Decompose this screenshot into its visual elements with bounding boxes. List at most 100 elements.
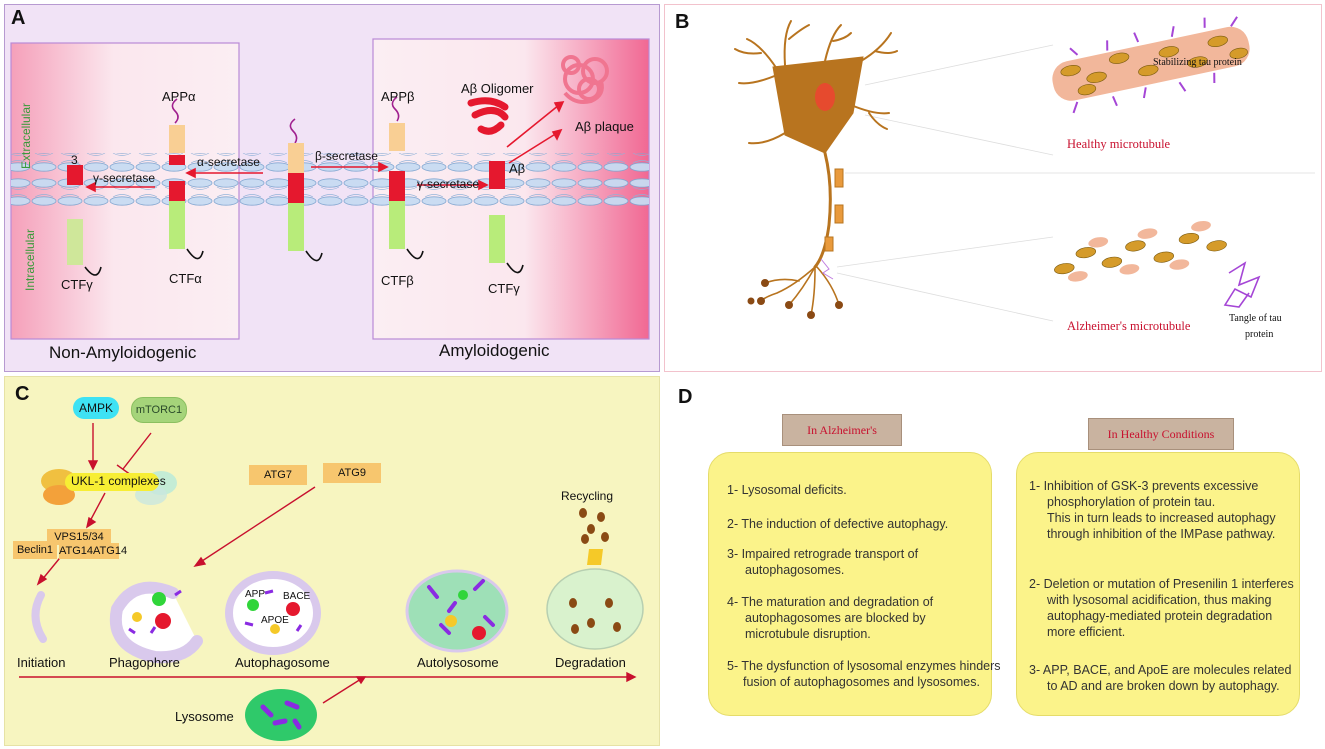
panel-a-drawing xyxy=(10,38,650,340)
beclin1-label: Beclin1 xyxy=(16,544,54,556)
ab-oligomer-shape xyxy=(467,97,509,135)
app-label: APP xyxy=(245,589,266,600)
healthy-item-2-line-4: more efficient. xyxy=(1047,625,1126,639)
alzheimers-list-box: 1- Lysosomal deficits. 2- The induction … xyxy=(708,452,1001,716)
lysosome-shape xyxy=(245,689,317,741)
alzheimers-title-box: In Alzheimer's xyxy=(782,414,902,446)
alzheimers-title: In Alzheimer's xyxy=(807,423,877,437)
panel-b-drawing xyxy=(734,16,1315,322)
intracellular-label: Intracellular xyxy=(23,228,38,292)
healthy-title-box: In Healthy Conditions xyxy=(1088,418,1234,450)
app-alpha-label: APPα xyxy=(162,89,196,104)
cell-membrane xyxy=(11,153,649,211)
non-amyloidogenic-label: Non-Amyloidogenic xyxy=(49,343,197,362)
extracellular-label: Extracellular xyxy=(19,102,34,170)
tangle-label-line2: protein xyxy=(1245,329,1274,340)
panel-c-letter: C xyxy=(15,383,30,405)
initiation-label: Initiation xyxy=(17,655,66,670)
tau-tangle-shape xyxy=(1223,261,1261,308)
atg7-label: ATG7 xyxy=(264,469,292,481)
panel-a: A Extracellular Intracellular APPα APPβ … xyxy=(4,4,660,372)
alzheimers-microtubule-shape xyxy=(1054,221,1227,282)
ab-plaque-label: Aβ plaque xyxy=(575,119,634,134)
app-beta-label: APPβ xyxy=(381,89,415,104)
alz-item-3-line-2: autophagosomes. xyxy=(745,563,845,577)
mtorc1-node: mTORC1 xyxy=(131,397,187,423)
vps-label: VPS15/34 xyxy=(54,531,104,543)
phagophore-label: Phagophore xyxy=(109,655,180,670)
ukl1-pill xyxy=(65,473,159,491)
atg9-node: ATG9 xyxy=(323,463,381,483)
alz-item-4-line-3: microtubule disruption. xyxy=(745,627,871,641)
ab-plaque-shape xyxy=(561,55,609,104)
healthy-item-3-line-1: 3- APP, BACE, and ApoE are molecules rel… xyxy=(1029,663,1292,677)
ctf-beta-label: CTFβ xyxy=(381,273,414,288)
beclin1-node: Beclin1 xyxy=(13,541,57,559)
panel-c-drawing xyxy=(19,423,644,741)
stabilizing-tau-label: Stabilizing tau protein xyxy=(1153,57,1242,68)
app-full xyxy=(288,143,304,173)
healthy-item-1-line-2: phosphorylation of protein tau. xyxy=(1047,495,1216,509)
ampk-label: AMPK xyxy=(78,401,113,415)
alz-item-4-line-1: 4- The maturation and degradation of xyxy=(727,595,934,609)
alz-item-5-line-2: fusion of autophagosomes and lysosomes. xyxy=(743,675,980,689)
degradation-label: Degradation xyxy=(555,655,626,670)
vps-node: VPS15/34 xyxy=(47,529,111,545)
ab-oligomer-label: Aβ Oligomer xyxy=(461,81,534,96)
ctf-alpha-label: CTFα xyxy=(169,271,202,286)
ctf-gamma-right-label: CTFγ xyxy=(488,281,520,296)
healthy-item-1-line-4: through inhibition of the IMPase pathway… xyxy=(1047,527,1276,541)
bace-label: BACE xyxy=(283,591,311,602)
alz-item-5-line-1: 5- The dysfunction of lysosomal enzymes … xyxy=(727,659,1001,673)
healthy-microtubule-shape xyxy=(1052,16,1250,114)
p3-fragment xyxy=(67,165,83,185)
healthy-item-2-line-3: autophagy-mediated protein degradation xyxy=(1047,609,1273,623)
atg14-label: ATG14ATG14 xyxy=(59,545,128,557)
alzheimers-microtubule-label: Alzheimer's microtubule xyxy=(1067,319,1191,333)
neuron-shape xyxy=(734,20,898,316)
amyloidogenic-label: Amyloidogenic xyxy=(439,341,550,360)
ctf-gamma-left-segment xyxy=(67,219,83,265)
alpha-secretase-label: α-secretase xyxy=(197,155,260,169)
alz-item-3-line-1: 3- Impaired retrograde transport of xyxy=(727,547,919,561)
panel-d-letter: D xyxy=(678,386,693,408)
apoe-label: APOE xyxy=(261,615,289,626)
gamma-secretase-left-label: γ-secretase xyxy=(93,171,156,185)
healthy-item-2-line-2: with lysosomal acidification, thus makin… xyxy=(1047,593,1272,607)
mtorc1-label: mTORC1 xyxy=(135,404,183,416)
panel-a-letter: A xyxy=(11,7,26,29)
alz-item-2-line-1: 2- The induction of defective autophagy. xyxy=(727,517,949,531)
lysosome-label: Lysosome xyxy=(175,709,234,724)
p3-label: 3 xyxy=(71,153,78,167)
panel-b: B Stabilizing tau protein Healthy microt… xyxy=(664,4,1322,372)
healthy-item-2-line-1: 2- Deletion or mutation of Presenilin 1 … xyxy=(1029,577,1294,591)
gamma-secretase-right-label: γ-secretase xyxy=(417,177,480,191)
healthy-microtubule-label: Healthy microtubule xyxy=(1067,137,1171,151)
atg14-node: ATG14ATG14 xyxy=(59,543,127,559)
degradation-shape xyxy=(546,568,644,650)
ukl1-label: UKL-1 complexes xyxy=(71,474,166,488)
alz-item-4-line-2: autophagosomes are blocked by xyxy=(745,611,926,625)
ctf-gamma-left-label: CTFγ xyxy=(61,277,93,292)
ampk-node: AMPK xyxy=(73,397,119,419)
autolysosome-shape xyxy=(405,569,509,653)
ab-fragment xyxy=(489,161,505,189)
atg7-node: ATG7 xyxy=(249,465,307,485)
autophagosome-label: Autophagosome xyxy=(235,655,330,670)
ctf-gamma-right-segment xyxy=(489,215,505,263)
beta-secretase-label: β-secretase xyxy=(315,149,378,163)
tangle-label-line1: Tangle of tau xyxy=(1229,313,1282,324)
app-beta-segment xyxy=(389,123,405,151)
autophagosome-shape xyxy=(225,571,321,655)
healthy-list-box: 1- Inhibition of GSK-3 prevents excessiv… xyxy=(1016,452,1300,716)
atg9-label: ATG9 xyxy=(338,467,366,479)
recycling-label: Recycling xyxy=(561,489,614,503)
panel-c: C AMPK mTORC1 UKL-1 complexes ATG7 ATG9 … xyxy=(4,376,660,746)
autolysosome-label: Autolysosome xyxy=(417,655,499,670)
healthy-title: In Healthy Conditions xyxy=(1107,427,1215,441)
alz-item-1-line-1: 1- Lysosomal deficits. xyxy=(727,483,847,497)
healthy-item-1-line-3: This in turn leads to increased autophag… xyxy=(1047,511,1276,525)
panel-d: D In Alzheimer's In Healthy Conditions 1… xyxy=(664,376,1320,744)
healthy-item-3-line-2: to AD and are broken down by autophagy. xyxy=(1047,679,1280,693)
ab-label: Aβ xyxy=(509,161,526,176)
